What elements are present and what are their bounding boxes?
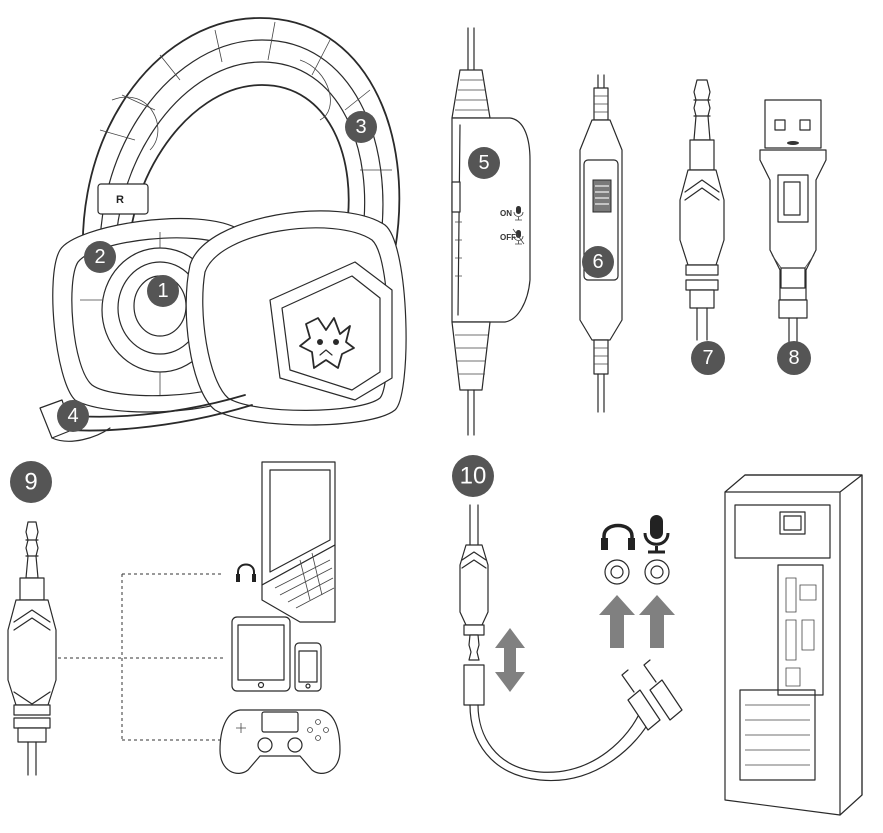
badge-8: 8: [777, 341, 811, 375]
connect-arrow: [495, 628, 525, 692]
svg-text:1: 1: [157, 280, 168, 302]
volume-control-illustration: [579, 74, 623, 413]
phone-icon: [294, 642, 322, 692]
headset-illustration: R: [39, 17, 407, 442]
badge-7: 7: [691, 341, 725, 375]
svg-text:4: 4: [67, 405, 78, 427]
dragon-emblem: [299, 317, 355, 369]
badge-10: 10: [452, 455, 494, 497]
svg-text:9: 9: [24, 469, 37, 496]
svg-text:8: 8: [788, 347, 799, 369]
inline-remote-illustration: ON OFF: [451, 27, 531, 436]
audio-port-sockets: [604, 559, 670, 585]
svg-text:3: 3: [355, 116, 366, 138]
badge-2: 2: [84, 241, 116, 273]
plug-in-arrow-headphone: [599, 595, 635, 648]
svg-text:5: 5: [478, 152, 489, 174]
right-side-tab: [97, 183, 149, 215]
usb-connector-illustration: [759, 99, 827, 346]
splitter-diagram: [459, 474, 863, 816]
mic-off-label: OFF: [500, 233, 516, 242]
audio-jack-illustration: [679, 79, 725, 341]
badge-4: 4: [57, 400, 89, 432]
svg-text:6: 6: [592, 251, 603, 273]
microphone-port-icon: [643, 515, 670, 554]
svg-text:10: 10: [460, 463, 487, 490]
badge-5: 5: [468, 147, 500, 179]
tablet-icon: [231, 616, 291, 692]
compatibility-diagram: [7, 461, 341, 776]
number-badges: 1 2 3 4 5 6 7 8: [10, 111, 811, 503]
gamepad-icon: [219, 709, 341, 774]
headphone-port-icon: [236, 563, 256, 582]
mic-on-label: ON: [500, 209, 512, 218]
badge-3: 3: [345, 111, 377, 143]
headphone-port-icon: [601, 523, 635, 550]
badge-9: 9: [10, 461, 52, 503]
laptop-icon: [261, 461, 336, 623]
badge-1: 1: [147, 275, 179, 307]
mic-on-icon: [513, 206, 524, 221]
desktop-pc-icon: [724, 474, 863, 816]
badge-6: 6: [582, 246, 614, 278]
right-side-marker: R: [116, 194, 124, 206]
plug-in-arrow-microphone: [639, 595, 675, 648]
svg-text:7: 7: [702, 347, 713, 369]
mic-off-icon: [512, 228, 525, 245]
svg-text:2: 2: [94, 246, 105, 268]
